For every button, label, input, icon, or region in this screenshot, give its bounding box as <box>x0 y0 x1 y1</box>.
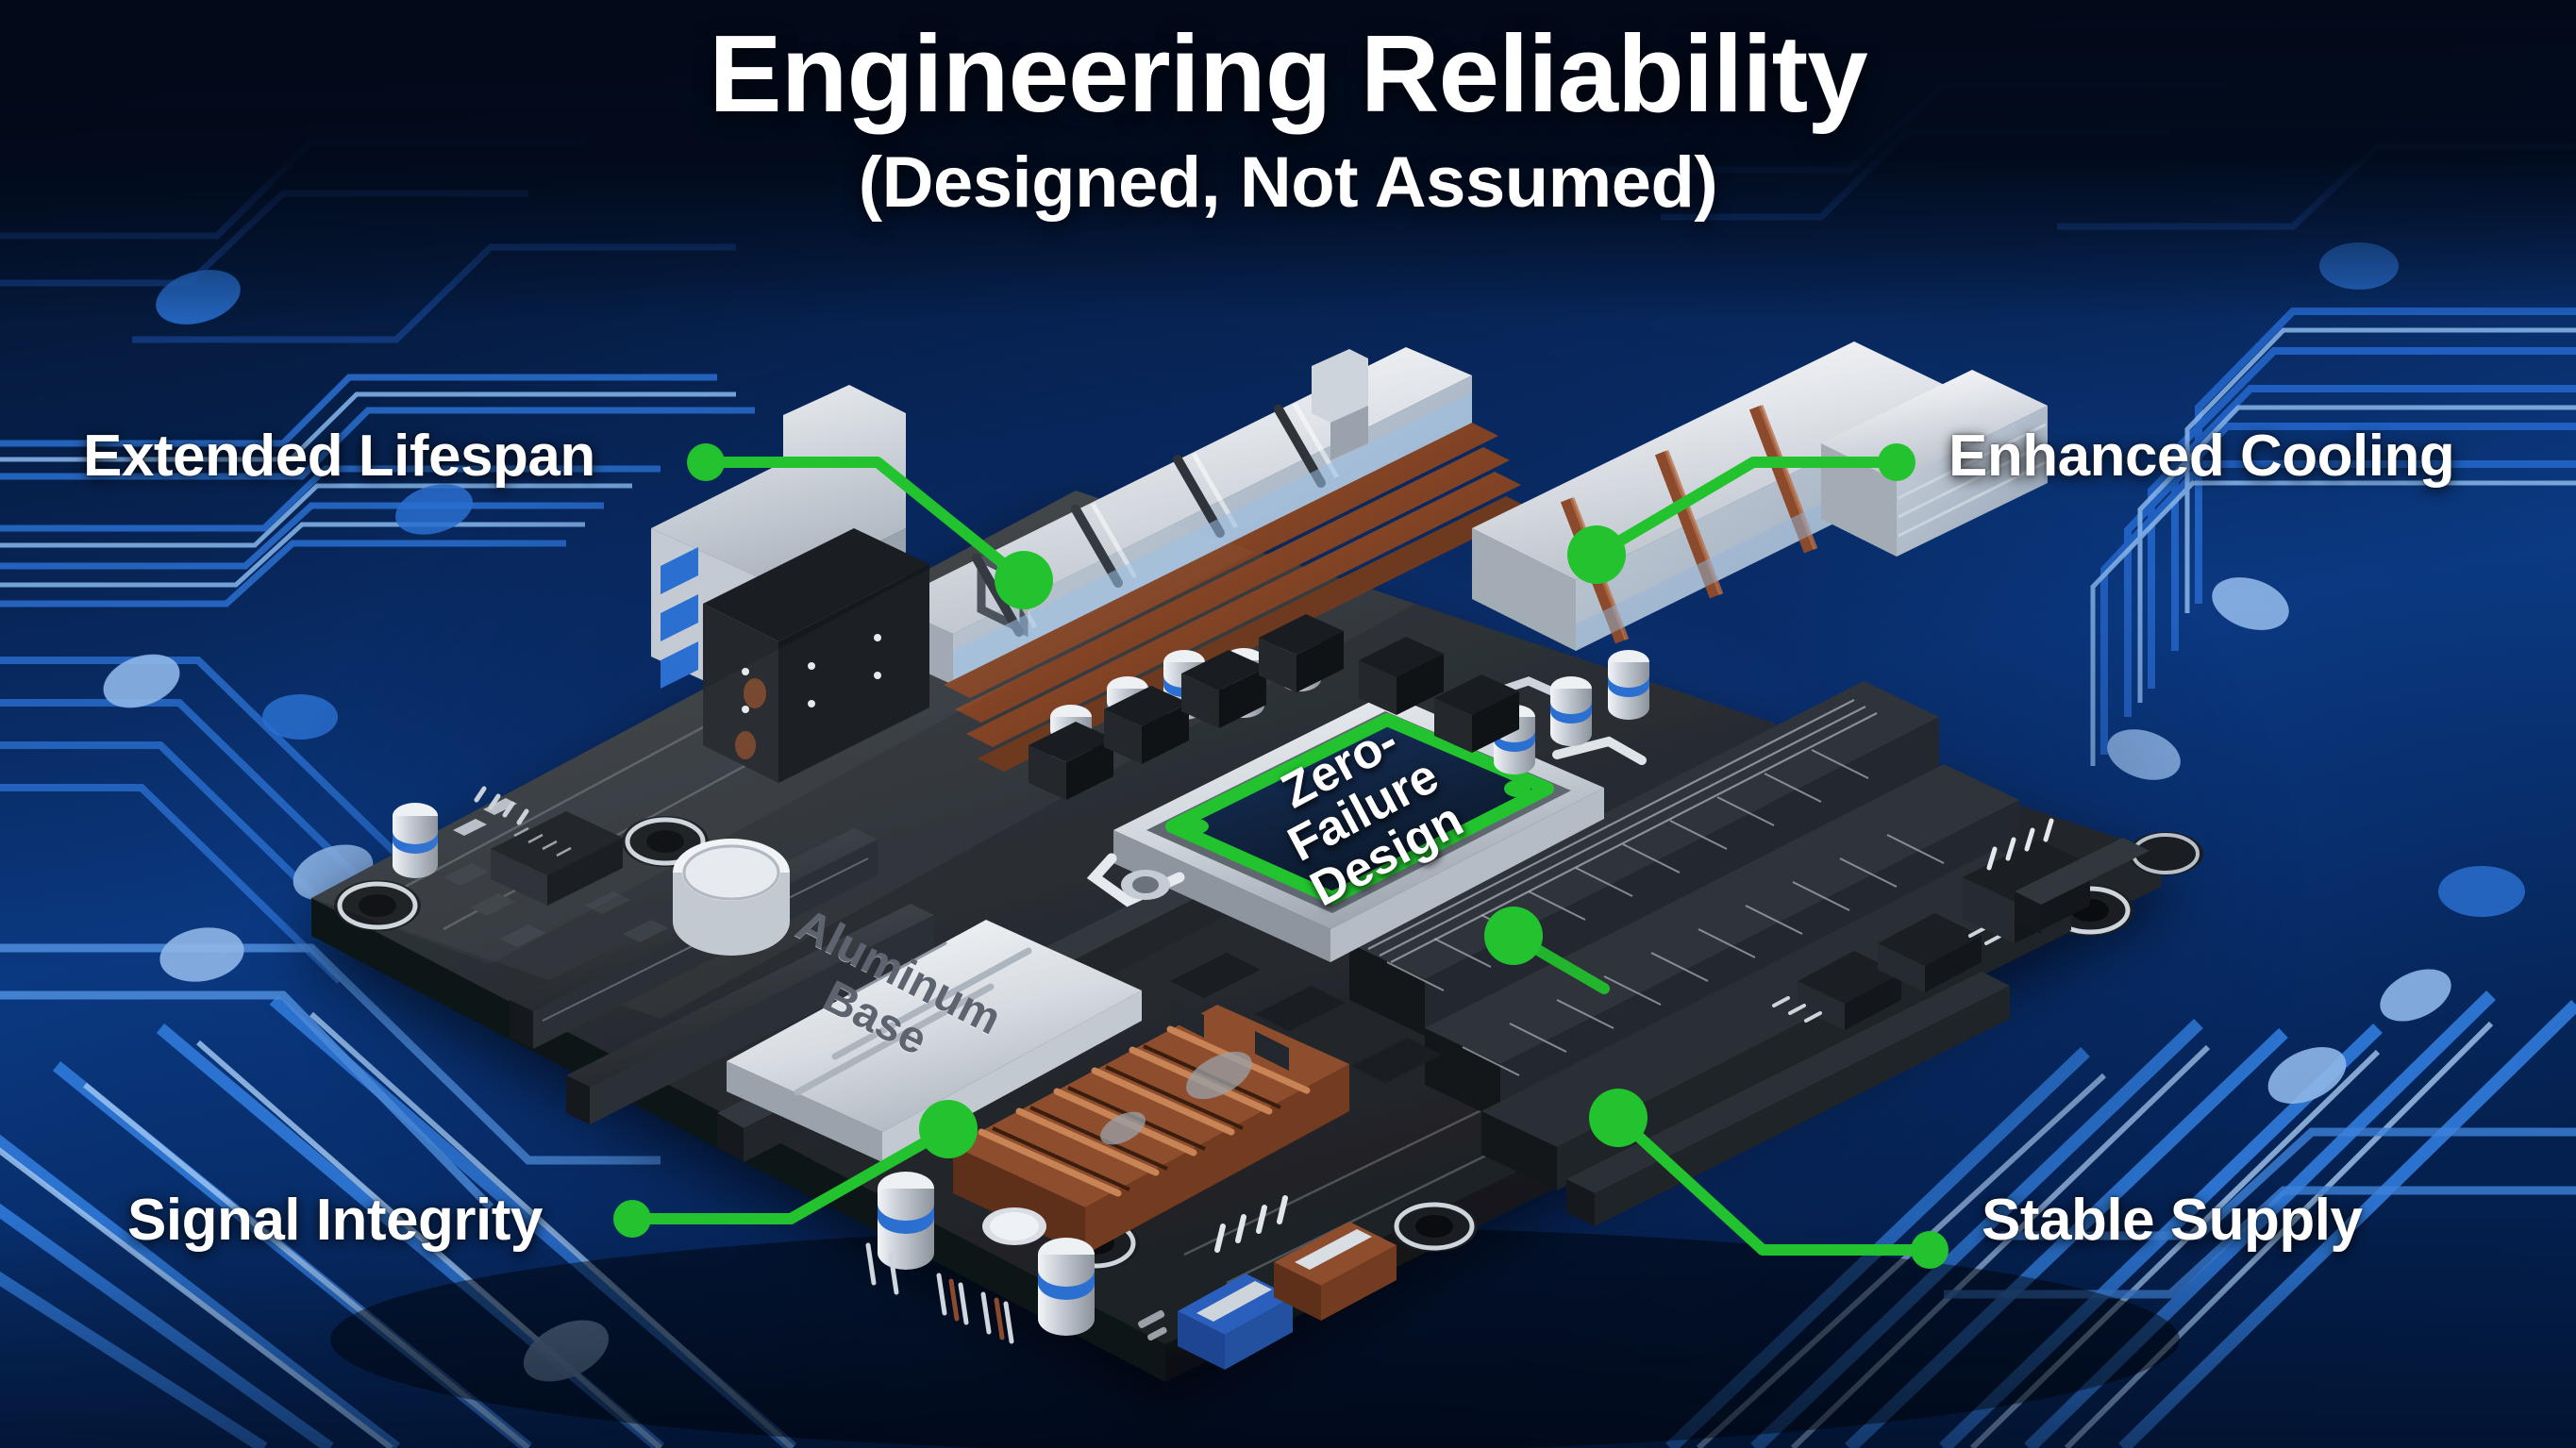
callout-dot-enhanced-cooling-label <box>1878 443 1915 481</box>
callout-dot-extended-lifespan-label <box>687 443 725 481</box>
callout-label-enhanced-cooling: Enhanced Cooling <box>1949 424 2455 489</box>
callout-line-extended-lifespan <box>700 457 1029 586</box>
callout-line-enhanced-cooling <box>1591 457 1902 560</box>
callout-dot-enhanced-cooling-target <box>1567 525 1626 584</box>
callout-dot-extended-lifespan-target <box>995 551 1053 609</box>
callout-label-stable-supply: Stable Supply <box>1982 1188 2363 1253</box>
callout-line-signal-integrity <box>627 1123 954 1224</box>
callout-label-extended-lifespan: Extended Lifespan <box>83 424 595 489</box>
callout-line-stable-supply <box>1613 1112 1935 1256</box>
callout-dot-chip-accent <box>1484 907 1543 965</box>
callout-dot-stable-supply-target <box>1589 1089 1648 1147</box>
callout-label-signal-integrity: Signal Integrity <box>127 1188 543 1253</box>
callout-dot-signal-integrity-target <box>919 1100 978 1158</box>
callout-dot-signal-integrity-label <box>613 1200 651 1238</box>
callout-dot-stable-supply-label <box>1911 1231 1949 1269</box>
